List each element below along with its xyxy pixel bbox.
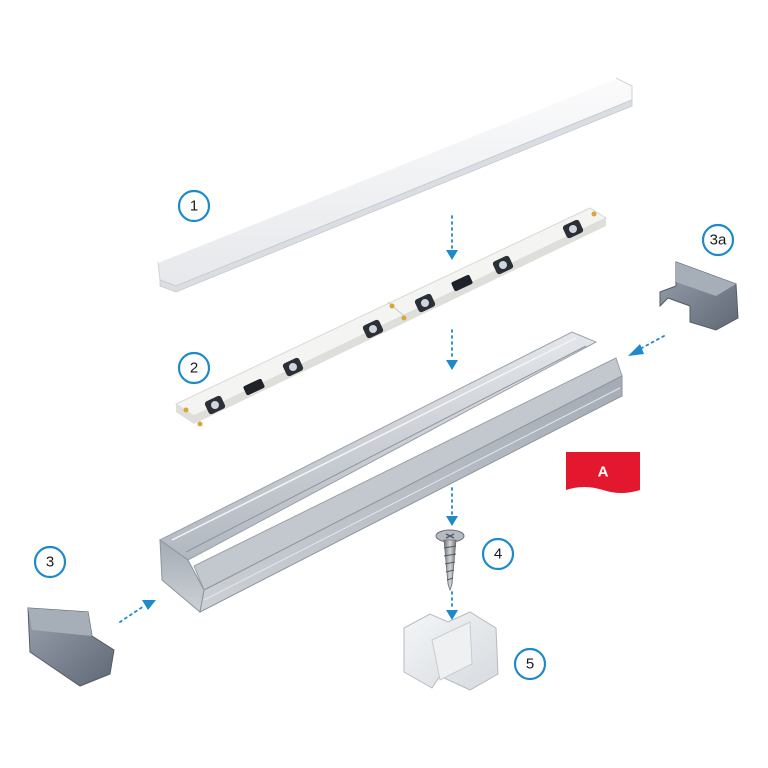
mounting-clip bbox=[403, 611, 499, 691]
arrow-end-cap-3a bbox=[628, 335, 665, 356]
end-cap-3a bbox=[659, 261, 739, 331]
callout-5-label: 5 bbox=[526, 656, 534, 673]
callout-2-label: 2 bbox=[190, 360, 198, 377]
led-strip bbox=[174, 207, 608, 427]
aluminium-profile bbox=[159, 331, 623, 613]
led-chip bbox=[562, 219, 584, 239]
callout-3-label: 3 bbox=[46, 554, 54, 571]
arrow-end-cap-3 bbox=[119, 600, 156, 623]
end-cap-3 bbox=[27, 607, 115, 687]
led-chip bbox=[282, 357, 304, 377]
diffuser-cover bbox=[157, 77, 633, 293]
variant-badge: A bbox=[566, 452, 640, 493]
led-chip bbox=[362, 319, 384, 339]
arrow-strip-to-profile bbox=[446, 329, 458, 370]
mounting-screw bbox=[435, 529, 465, 592]
callout-3a-label: 3a bbox=[710, 232, 727, 249]
resistor bbox=[451, 274, 473, 292]
resistor bbox=[243, 378, 265, 396]
callout-4: 4 bbox=[481, 537, 515, 571]
callout-3: 3 bbox=[33, 545, 67, 579]
led-chip bbox=[492, 255, 514, 275]
led-chip bbox=[204, 395, 226, 415]
callout-1-label: 1 bbox=[190, 198, 198, 215]
callout-2: 2 bbox=[177, 351, 211, 385]
led-chip bbox=[414, 293, 436, 313]
callout-5: 5 bbox=[513, 647, 547, 681]
arrow-profile-to-screw bbox=[446, 487, 458, 526]
solder-pads bbox=[183, 211, 597, 427]
callout-4-label: 4 bbox=[494, 546, 502, 563]
callout-3a: 3a bbox=[701, 223, 735, 257]
callout-1: 1 bbox=[177, 189, 211, 223]
arrow-cover-to-strip bbox=[446, 215, 458, 260]
arrow-screw-to-clip bbox=[446, 591, 458, 620]
variant-badge-label: A bbox=[598, 464, 609, 481]
